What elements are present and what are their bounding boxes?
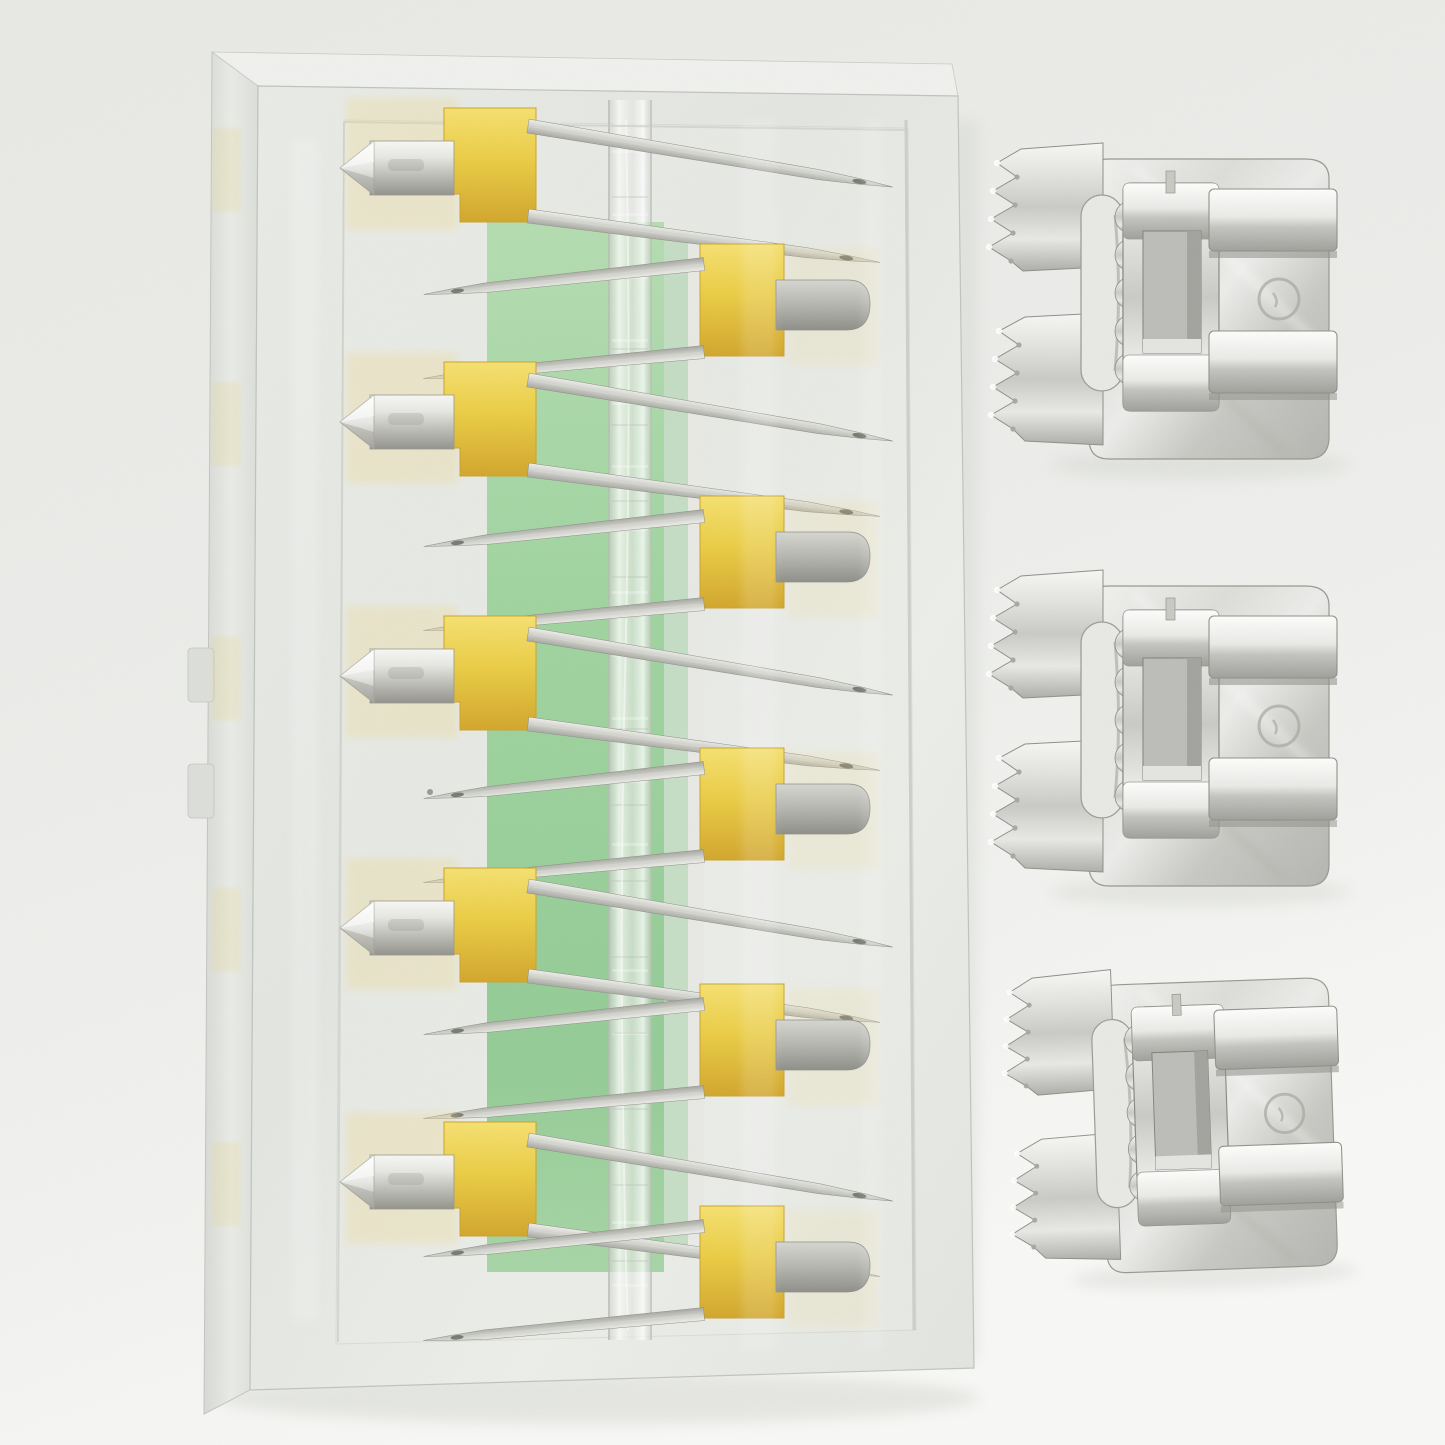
product-photo-svg [0,0,1445,1445]
photo-grain [0,0,1445,1445]
product-photo [0,0,1445,1445]
